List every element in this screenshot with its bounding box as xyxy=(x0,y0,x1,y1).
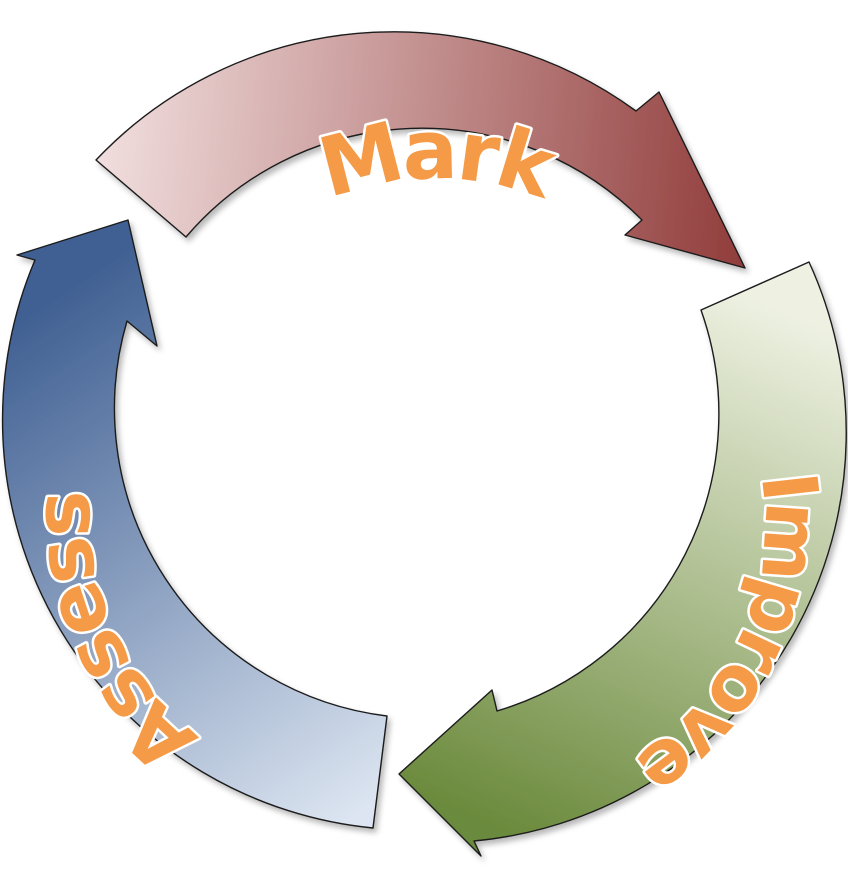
mark-label: Mark xyxy=(310,103,568,218)
assess-arrow xyxy=(1,219,388,829)
mark-label-text: Mark xyxy=(308,100,571,220)
improve-arrow xyxy=(398,261,847,857)
mark-arrow xyxy=(95,31,746,269)
